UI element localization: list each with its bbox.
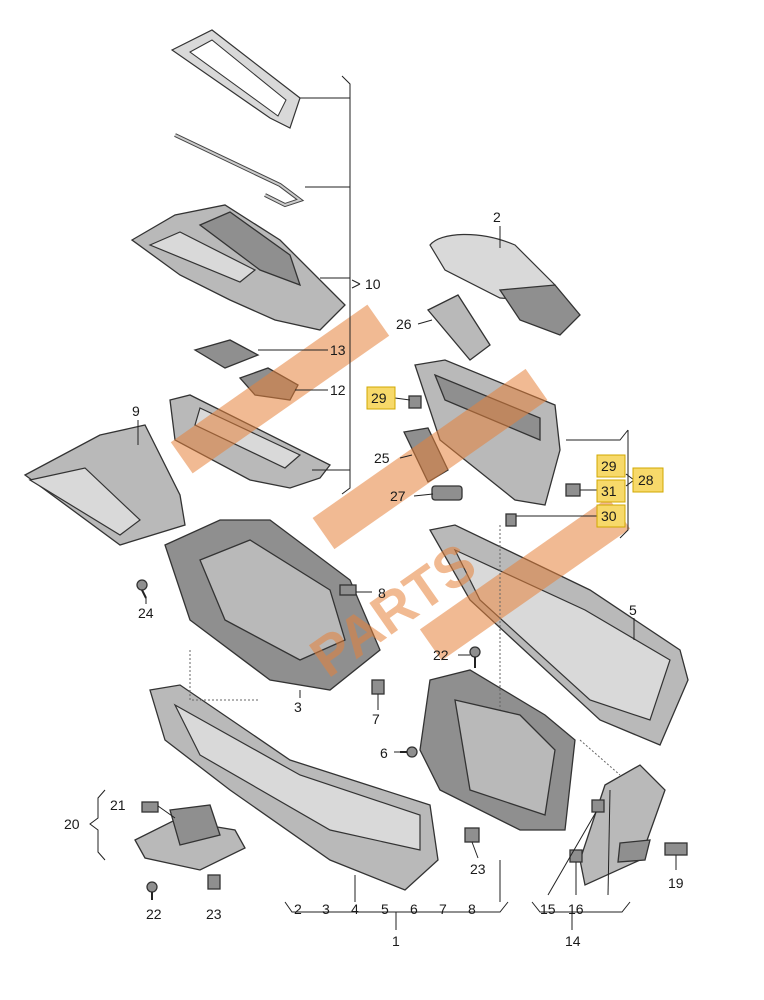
clip-8 xyxy=(339,584,357,596)
clip-23b xyxy=(207,874,221,890)
kit-item: 2 xyxy=(294,901,302,917)
callout-30: 30 xyxy=(601,508,617,524)
callouts: 2 10 26 13 12 29 9 25 29 28 27 31 30 8 2… xyxy=(64,209,684,949)
callout-9: 9 xyxy=(132,403,140,419)
callout-26: 26 xyxy=(396,316,412,332)
mounting-bracket xyxy=(134,804,246,871)
upper-console-cover xyxy=(130,204,346,331)
clip-31 xyxy=(565,483,581,497)
callout-24: 24 xyxy=(138,605,154,621)
switch-27 xyxy=(431,485,463,501)
clip-7 xyxy=(371,679,385,695)
callout-6: 6 xyxy=(380,745,388,761)
screw-22a xyxy=(469,646,481,668)
callout-13: 13 xyxy=(330,342,346,358)
callout-7: 7 xyxy=(372,711,380,727)
lower-carrier xyxy=(419,669,576,831)
callout-22-bottom: 22 xyxy=(146,906,162,922)
clip-23a xyxy=(464,827,480,843)
callout-25: 25 xyxy=(374,450,390,466)
trim-frame xyxy=(170,29,301,129)
callout-22-top: 22 xyxy=(433,647,449,663)
screw-24 xyxy=(136,579,148,599)
kit-row: 2 3 4 5 6 7 8 xyxy=(294,901,476,917)
callout-19: 19 xyxy=(668,875,684,891)
callout-27: 27 xyxy=(390,488,406,504)
insert-mat-13 xyxy=(193,339,260,369)
kit-item: 4 xyxy=(351,901,359,917)
screw-6 xyxy=(400,746,418,758)
callout-8: 8 xyxy=(378,585,386,601)
trim-strip xyxy=(174,133,305,208)
lower-side-panel xyxy=(149,684,439,891)
callout-31: 31 xyxy=(601,483,617,499)
callout-2: 2 xyxy=(493,209,501,225)
callout-14: 14 xyxy=(565,933,581,949)
kit-item: 3 xyxy=(322,901,330,917)
callout-29-right: 29 xyxy=(601,458,617,474)
callout-29-left: 29 xyxy=(371,390,387,406)
rear-trim-panel xyxy=(579,764,666,886)
callout-20: 20 xyxy=(64,816,80,832)
callout-5: 5 xyxy=(629,602,637,618)
clip-19 xyxy=(664,842,688,856)
callout-3: 3 xyxy=(294,699,302,715)
side-panel-left xyxy=(23,424,186,546)
clip-30 xyxy=(505,513,517,527)
callout-21: 21 xyxy=(110,797,126,813)
callout-15: 15 xyxy=(540,901,556,917)
callout-10: 10 xyxy=(365,276,381,292)
clip-29 xyxy=(408,395,422,409)
armrest-lid xyxy=(429,233,581,336)
callout-23-left: 23 xyxy=(206,906,222,922)
screw-22b xyxy=(146,881,158,900)
cover-26 xyxy=(426,294,491,361)
leader-lines xyxy=(89,75,677,930)
kit-item: 6 xyxy=(410,901,418,917)
clip-16 xyxy=(569,849,583,863)
callout-23-right: 23 xyxy=(470,861,486,877)
callout-16: 16 xyxy=(568,901,584,917)
clip-21 xyxy=(141,801,159,813)
console-carrier xyxy=(164,519,381,691)
clip-15 xyxy=(591,799,605,813)
highlight-boxes xyxy=(366,386,664,528)
callout-12: 12 xyxy=(330,382,346,398)
callout-1: 1 xyxy=(392,933,400,949)
kit-item: 7 xyxy=(439,901,447,917)
kit-item: 8 xyxy=(468,901,476,917)
callout-28: 28 xyxy=(638,472,654,488)
kit-item: 5 xyxy=(381,901,389,917)
